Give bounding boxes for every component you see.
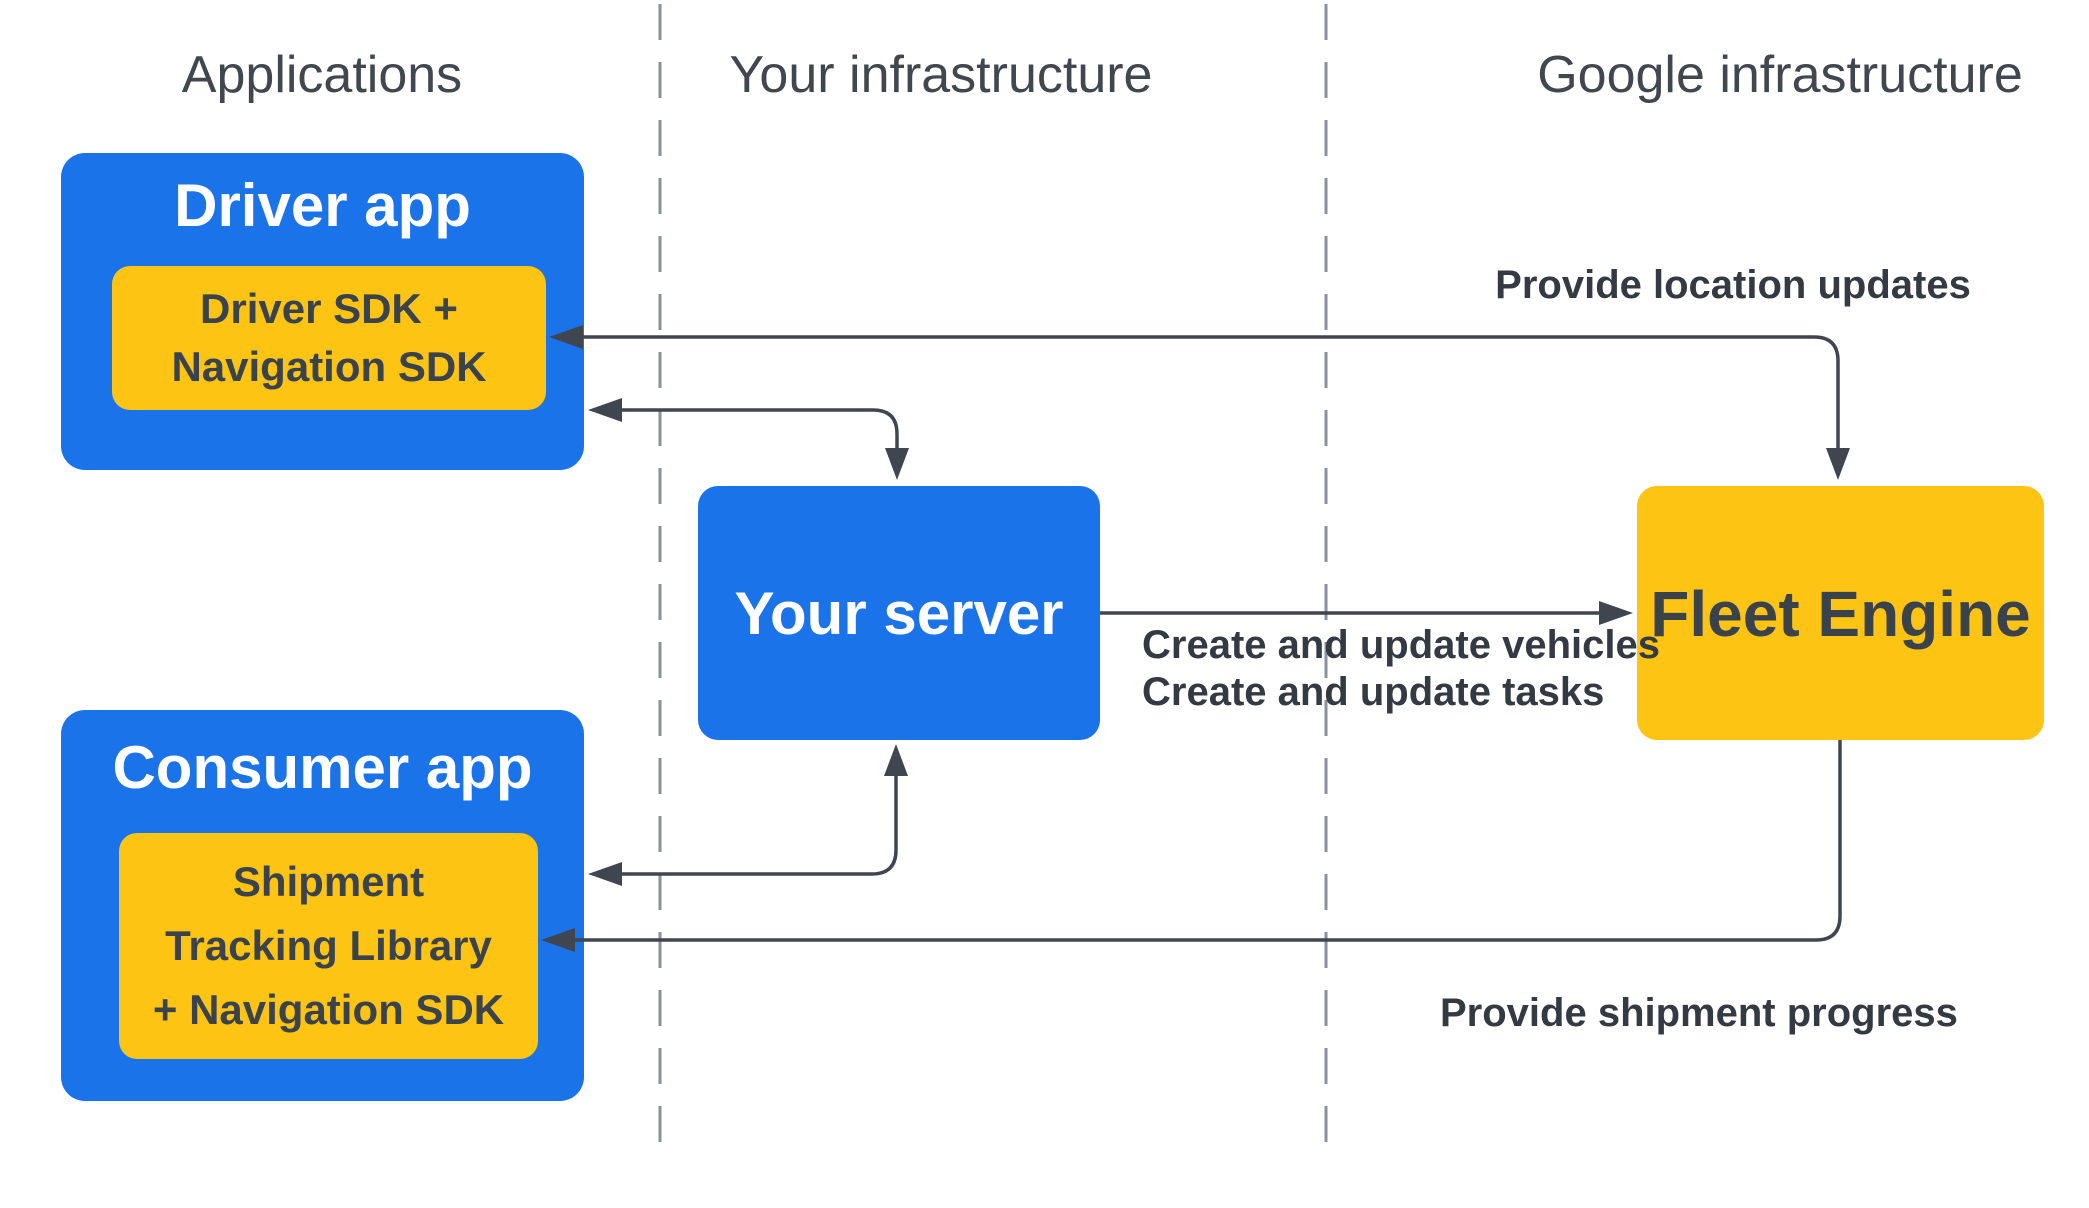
arrowhead-into-fleet-engine-top	[1826, 448, 1850, 480]
shipment-tracking-library-box	[119, 833, 538, 1059]
your-server-box	[698, 486, 1100, 740]
driver-sdk-label-line1: Driver SDK +	[200, 285, 458, 332]
fleet-engine-title: Fleet Engine	[1650, 578, 2031, 650]
consumer-app-title: Consumer app	[112, 734, 533, 801]
shipment-library-label-line1: Shipment	[232, 858, 425, 905]
column-header-google-infrastructure: Google infrastructure	[1537, 46, 2023, 104]
arrowhead-into-your-server-bottom	[884, 744, 908, 776]
driver-sdk-label-line2: Navigation SDK	[171, 343, 487, 390]
label-create-update: Create and update vehicles Create and up…	[1142, 622, 1682, 716]
label-provide-location-updates: Provide location updates	[1495, 263, 1971, 307]
arrowhead-into-your-server-top	[885, 448, 909, 480]
arrowhead-into-consumer-app	[588, 862, 622, 886]
driver-sdk-label: Driver SDK + Navigation SDK	[112, 280, 546, 396]
label-provide-shipment-progress: Provide shipment progress	[1440, 991, 1958, 1035]
your-server-title: Your server	[734, 580, 1064, 647]
arrow-shipment-progress-line	[575, 740, 1842, 942]
arrowhead-into-driver-app	[588, 398, 622, 422]
arrow-consumer-server-line	[622, 776, 898, 876]
column-header-applications: Applications	[181, 46, 463, 104]
label-create-update-tasks: Create and update tasks	[1142, 670, 1605, 714]
driver-app-title: Driver app	[174, 172, 471, 239]
driver-sdk-box	[112, 266, 546, 410]
shipment-library-label-line2: Tracking Library	[165, 922, 492, 969]
arrow-driver-server-line	[622, 408, 899, 448]
shipment-library-label: Shipment Tracking Library + Navigation S…	[119, 850, 538, 1042]
fleet-engine-box	[1637, 486, 2044, 740]
label-create-update-vehicles: Create and update vehicles	[1142, 623, 1660, 667]
shipment-library-label-line3: + Navigation SDK	[152, 986, 505, 1033]
arrow-location-updates-line	[583, 335, 1840, 448]
column-header-your-infrastructure: Your infrastructure	[729, 46, 1153, 104]
